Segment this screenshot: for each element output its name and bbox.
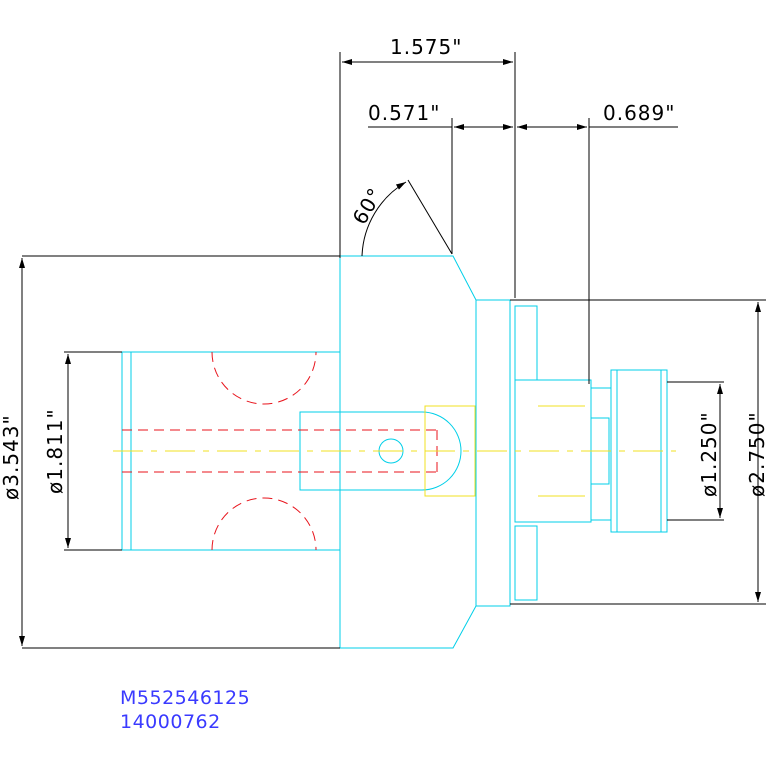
ring bbox=[475, 299, 511, 607]
shank-length-label: 0.571" bbox=[368, 101, 440, 125]
hub-lug-bottom bbox=[514, 525, 538, 601]
bore-diameter-label: ø1.811" bbox=[43, 408, 67, 494]
pilot-neck bbox=[590, 387, 612, 521]
angle-label: 60° bbox=[348, 183, 388, 228]
centerlines bbox=[113, 405, 676, 497]
dimension-labels: 1.575" 0.571" 0.689" 60° ø3.543" ø1.811"… bbox=[0, 35, 767, 500]
part-code: 14000762 bbox=[120, 711, 221, 733]
body-diameter-label: ø3.543" bbox=[0, 414, 23, 500]
hidden-lines bbox=[122, 351, 440, 551]
part-number: M552546125 bbox=[120, 687, 250, 709]
main-flange bbox=[339, 255, 477, 649]
part-identification: M552546125 14000762 bbox=[120, 687, 250, 733]
overall-length-label: 1.575" bbox=[390, 35, 462, 59]
dimension-lines bbox=[19, 52, 766, 649]
pilot-length-label: 0.689" bbox=[603, 101, 675, 125]
drive-slot bbox=[299, 411, 462, 491]
hub-lug-top bbox=[514, 305, 538, 381]
flange-diameter-label: ø2.750" bbox=[745, 411, 767, 497]
part-outline bbox=[121, 255, 668, 649]
pilot-diameter-label: ø1.250" bbox=[697, 411, 721, 497]
